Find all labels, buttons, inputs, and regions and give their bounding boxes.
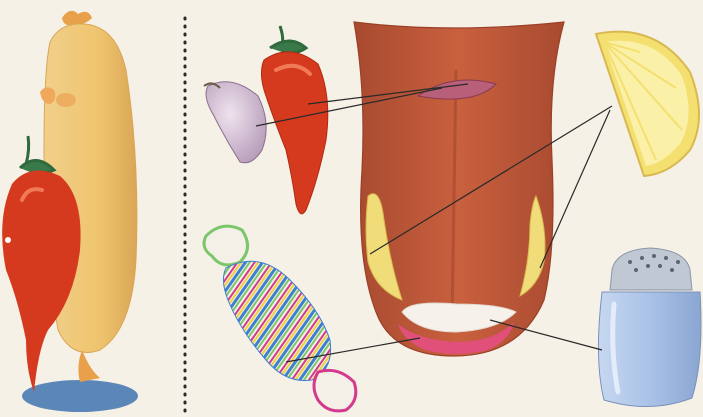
sausage-bottom-twist (78, 350, 100, 382)
candy-body (223, 261, 330, 380)
pepper-stem (270, 26, 306, 53)
sausage-cheek (56, 93, 76, 107)
shaker-cap (610, 248, 692, 290)
right-panel (204, 22, 701, 411)
sausage-nose (40, 87, 55, 104)
garlic (204, 82, 266, 163)
candy-left-wrapper (204, 226, 248, 265)
chili-eye (5, 237, 11, 243)
candy-right-wrapper (314, 370, 356, 411)
salt-shaker (598, 248, 701, 407)
left-panel (2, 11, 138, 412)
tongue (354, 22, 564, 356)
floor-shadow (22, 380, 138, 412)
red-pepper (261, 26, 327, 214)
garlic-clove (206, 82, 266, 163)
sausage-top-twist (62, 11, 92, 25)
candy (204, 226, 356, 411)
pepper-body (261, 52, 327, 214)
lemon (596, 32, 699, 176)
chili-body (2, 171, 80, 392)
